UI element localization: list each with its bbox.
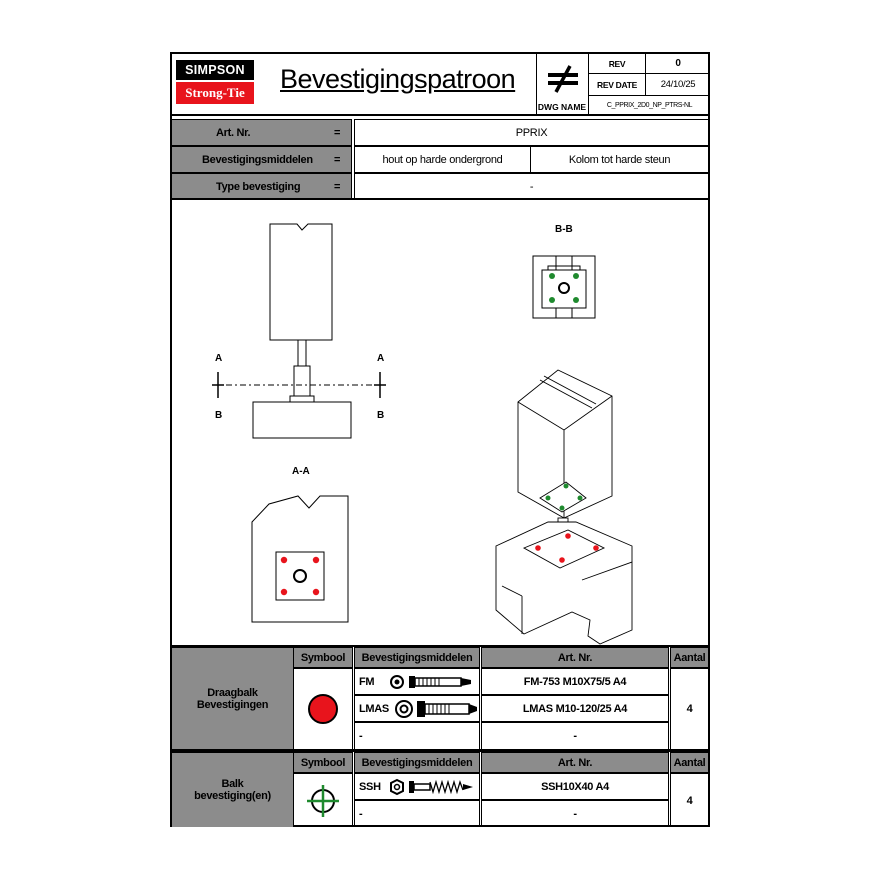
lmas-type-label: LMAS: [359, 702, 389, 715]
table-divider: [172, 749, 708, 752]
table1-group-label: Draagbalk Bevestigingen: [172, 647, 294, 750]
table2-group-label: Balk bevestiging(en): [172, 752, 294, 827]
technical-drawing: [212, 223, 633, 645]
logo-simpson: SIMPSON: [176, 60, 254, 80]
middelen-label: Bevestigingsmiddelen =: [172, 146, 352, 173]
not-equal-symbol: [536, 54, 588, 116]
type-value: -: [354, 173, 708, 200]
table2-col-aantal: Aantal: [670, 752, 708, 773]
type-label: Type bevestiging =: [172, 173, 352, 200]
table1-aantal: 4: [670, 668, 708, 750]
middelen-value-1: hout op harde ondergrond: [354, 146, 531, 173]
isometric-view: [495, 369, 633, 645]
anchor-screw-icon: [395, 699, 477, 718]
type-equals: =: [334, 180, 341, 193]
section-b-right-label: B: [377, 410, 385, 421]
middelen-value-2: Kolom tot harde steun: [530, 146, 708, 173]
header-divider: [172, 114, 708, 116]
table1-row2-middel: LMAS: [354, 695, 480, 722]
table2-row1-artnr: SSH10X40 A4: [481, 773, 669, 800]
table2-symbol: [293, 773, 353, 827]
table1-row1-middel: FM: [354, 668, 480, 695]
view-aa-label: A-A: [292, 466, 310, 477]
rev-date-value: 24/10/25: [645, 73, 710, 96]
logo: SIMPSON Strong-Tie: [176, 60, 254, 108]
dwg-name-label: DWG NAME: [537, 101, 587, 112]
page-title: Bevestigingspatroon: [280, 64, 516, 94]
rev-label: REV: [588, 54, 646, 74]
section-b-left-label: B: [215, 410, 223, 421]
table1-symbol: [293, 668, 353, 750]
fm-type-label: FM: [359, 675, 375, 688]
wood-screw-icon: [390, 778, 473, 795]
middelen-label-text: Bevestigingsmiddelen: [202, 153, 313, 166]
rev-date-label: REV DATE: [588, 73, 646, 96]
table1-col-artnr: Art. Nr.: [481, 647, 669, 668]
art-nr-value: PPRIX: [354, 119, 708, 146]
art-nr-equals: =: [334, 126, 341, 139]
type-label-text: Type bevestiging: [216, 180, 301, 193]
table1-row1-artnr: FM-753 M10X75/5 A4: [481, 668, 669, 695]
ssh-type-label: SSH: [359, 780, 381, 793]
table2-aantal: 4: [670, 773, 708, 827]
section-a-right-label: A: [377, 353, 385, 364]
aa-section-view: [251, 495, 349, 623]
table2-row2-type: -: [359, 808, 363, 820]
info-divider: [172, 198, 708, 200]
green-crosshair-icon: [307, 784, 339, 817]
not-equal-icon: [547, 65, 578, 93]
table2-row1-middel: SSH: [354, 773, 480, 800]
rev-value: 0: [645, 54, 710, 74]
table1-col-aantal: Aantal: [670, 647, 708, 668]
table2-col-artnr: Art. Nr.: [481, 752, 669, 773]
anchor-bolt-icon: [390, 674, 471, 689]
art-nr-label-text: Art. Nr.: [216, 126, 251, 139]
red-circle-icon: [308, 694, 338, 724]
table1-col-middelen: Bevestigingsmiddelen: [354, 647, 480, 668]
table1-row2-artnr: LMAS M10-120/25 A4: [481, 695, 669, 722]
section-a-left-label: A: [215, 353, 223, 364]
bb-plan-view: [532, 255, 596, 319]
table1-col-symbool: Symbool: [293, 647, 353, 668]
table2-row2-artnr: -: [481, 800, 669, 827]
table2-col-middelen: Bevestigingsmiddelen: [354, 752, 480, 773]
middelen-equals: =: [334, 153, 341, 166]
table1-row3-artnr: -: [481, 722, 669, 750]
logo-strongtie: Strong-Tie: [176, 82, 254, 104]
table1-row3-middel: -: [354, 722, 480, 750]
front-elevation: [212, 223, 387, 439]
drawing-divider: [172, 645, 708, 647]
table1-row3-type: -: [359, 730, 363, 742]
view-bb-label: B-B: [555, 224, 573, 235]
art-nr-label: Art. Nr. =: [172, 119, 352, 146]
table2-col-symbool: Symbool: [293, 752, 353, 773]
drawing-sheet: SIMPSON Strong-Tie Bevestigingspatroon D…: [170, 52, 710, 827]
table2-row2-middel: -: [354, 800, 480, 827]
dwg-name-value: C_PPRIX_2D0_NP_PTRS-NL: [588, 95, 710, 116]
